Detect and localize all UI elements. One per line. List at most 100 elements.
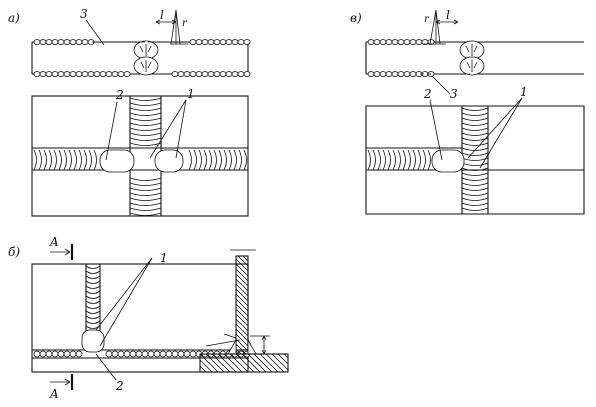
seam-ripple <box>407 149 411 171</box>
seam-ripple <box>461 127 489 131</box>
bead-ripple <box>141 350 149 358</box>
hatch-line <box>241 353 261 373</box>
panel-v-top-bead-row <box>367 39 435 45</box>
section-a-a <box>199 249 289 373</box>
bead-ripple <box>39 71 47 77</box>
seam-ripple <box>461 132 489 136</box>
bead-ripple <box>153 350 161 358</box>
seam-ripple <box>78 149 82 171</box>
seam-ripple <box>243 149 247 171</box>
panel-b-vertical-seam-ripples <box>85 265 101 329</box>
seam-ripple <box>461 157 489 161</box>
hatch-line <box>235 288 249 302</box>
hatch-line <box>242 255 249 262</box>
hatch-line <box>235 333 249 347</box>
bead-ripple <box>213 39 221 45</box>
hatch-line <box>199 353 219 373</box>
panel-a-callout-2: 2 <box>115 88 124 102</box>
seam-ripple <box>73 149 77 171</box>
seam-ripple <box>422 149 426 171</box>
bead-ripple <box>391 39 399 45</box>
bead-ripple <box>165 350 173 358</box>
seam-ripple <box>228 149 232 171</box>
bead-ripple <box>63 39 71 45</box>
hatch-line <box>277 353 289 365</box>
seam-ripple <box>387 149 391 171</box>
seam-ripple <box>402 149 406 171</box>
bead-ripple <box>45 39 53 45</box>
bead-ripple <box>403 71 411 77</box>
panel-a-crater-right <box>154 149 184 173</box>
bead-ripple <box>33 350 41 358</box>
hatch-line <box>229 353 249 373</box>
bead-ripple <box>75 39 83 45</box>
seam-ripple <box>129 137 162 141</box>
seam-ripple <box>392 149 396 171</box>
panel-b-cut-a-bottom: A <box>49 387 59 401</box>
seam-ripple <box>88 149 92 171</box>
bead-ripple <box>225 71 233 77</box>
bead-ripple <box>231 39 239 45</box>
seam-ripple <box>129 207 162 211</box>
seam-ripple <box>129 97 162 101</box>
hatch-line <box>235 258 249 272</box>
panel-v-marker-3: 3 <box>450 87 458 101</box>
bead-ripple <box>147 350 155 358</box>
panel-b-horizontal-bead-row <box>33 350 251 358</box>
bead-ripple <box>81 71 89 77</box>
bead-ripple <box>69 350 77 358</box>
bead-ripple <box>39 350 47 358</box>
bead-ripple <box>75 71 83 77</box>
seam-ripple <box>58 149 62 171</box>
panel-a-crater-left <box>99 149 135 173</box>
bead-ripple <box>385 71 393 77</box>
seam-ripple <box>382 149 386 171</box>
panel-a-bottom-bead-row <box>33 71 251 77</box>
seam-ripple <box>129 107 162 111</box>
bead-ripple <box>57 71 65 77</box>
bead-ripple <box>75 350 83 358</box>
seam-ripple <box>53 149 57 171</box>
panel-v-bottom-bead-row <box>367 71 435 77</box>
seam-ripple <box>85 320 101 324</box>
hatch-line <box>199 359 213 373</box>
seam-ripple <box>193 149 197 171</box>
seam-ripple <box>129 192 162 196</box>
seam-ripple <box>461 177 489 181</box>
hatch-line <box>223 353 243 373</box>
seam-ripple <box>129 142 162 146</box>
bead-ripple <box>373 39 381 45</box>
bead-ripple <box>243 71 251 77</box>
seam-ripple <box>63 149 67 171</box>
panel-v-crater <box>431 149 465 173</box>
bead-ripple <box>207 39 215 45</box>
panel-v-vertical-seam-ripples <box>461 107 489 211</box>
seam-ripple <box>85 315 101 319</box>
seam-ripple <box>188 149 192 171</box>
seam-ripple <box>461 122 489 126</box>
bead-ripple <box>415 39 423 45</box>
seam-ripple <box>129 112 162 116</box>
bead-ripple <box>111 350 119 358</box>
bead-ripple <box>93 71 101 77</box>
bead-ripple <box>33 71 41 77</box>
panel-v-dim-l: l <box>446 8 450 22</box>
bead-ripple <box>237 39 245 45</box>
seam-ripple <box>129 102 162 106</box>
seam-ripple <box>68 149 72 171</box>
bead-ripple <box>111 71 119 77</box>
seam-ripple <box>85 295 101 299</box>
hatch-line <box>235 323 249 337</box>
seam-ripple <box>213 149 217 171</box>
seam-ripple <box>85 265 101 269</box>
bead-ripple <box>409 39 417 45</box>
seam-ripple <box>461 197 489 201</box>
seam-ripple <box>461 112 489 116</box>
bead-ripple <box>57 350 65 358</box>
seam-ripple <box>367 149 371 171</box>
seam-ripple <box>85 290 101 294</box>
panel-a-horizontal-seam-ripples <box>33 149 247 171</box>
bead-ripple <box>105 350 113 358</box>
hatch-line <box>235 273 249 287</box>
seam-ripple <box>129 122 162 126</box>
